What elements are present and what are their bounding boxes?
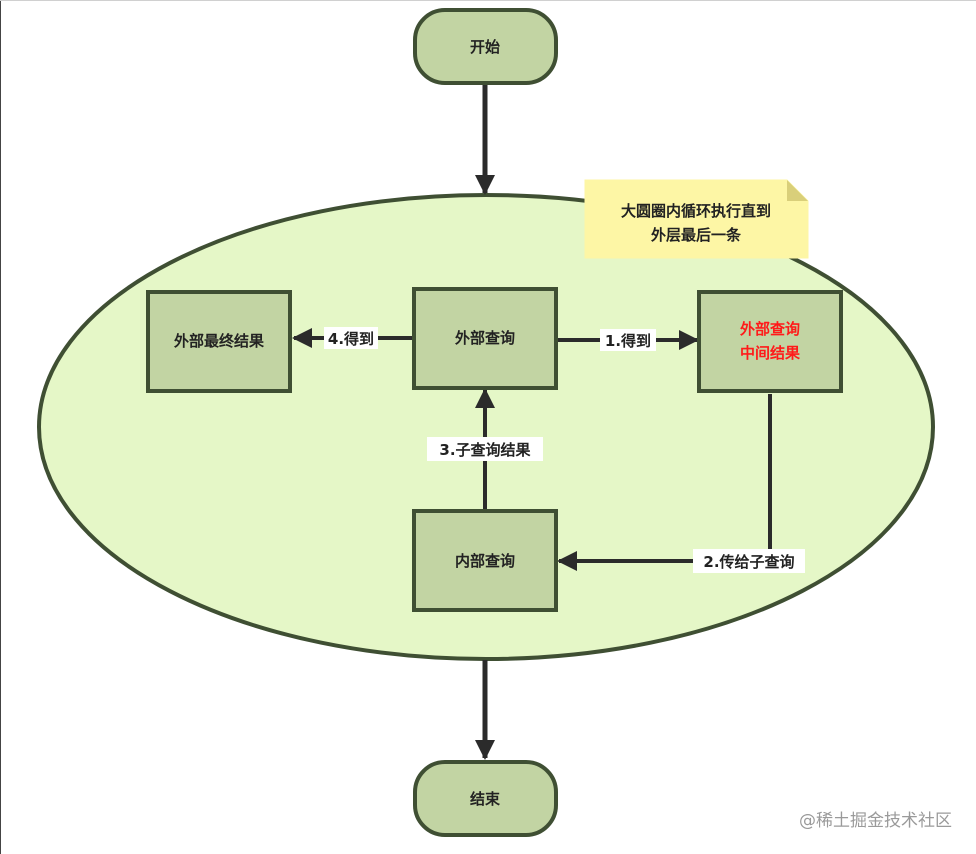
inner-query-label: 内部查询 — [455, 552, 515, 570]
start-node: 开始 — [413, 8, 558, 85]
loop-note: 大圆圈内循环执行直到 外层最后一条 — [584, 179, 809, 259]
edge-label-get-4: 4.得到 — [328, 330, 374, 348]
edge-label-bg-3 — [427, 437, 543, 461]
edge-label-subquery-result-3: 3.子查询结果 — [439, 441, 531, 459]
edge-label-bg-4 — [324, 327, 378, 349]
watermark-text: @稀土掘金技术社区 — [799, 811, 952, 831]
outer-mid-result-label-line1: 外部查询 — [739, 320, 800, 338]
outer-final-result-node: 外部最终结果 — [146, 290, 292, 393]
edge-label-bg-1 — [600, 329, 656, 351]
note-line2: 外层最后一条 — [650, 226, 742, 244]
edge-label-get-1: 1.得到 — [605, 332, 651, 350]
end-node: 结束 — [413, 760, 558, 837]
edge-label-pass-2: 2.传给子查询 — [703, 553, 794, 571]
start-label: 开始 — [470, 38, 500, 56]
outer-query-node: 外部查询 — [412, 287, 558, 390]
inner-query-node: 内部查询 — [412, 509, 558, 612]
outer-query-label: 外部查询 — [454, 329, 515, 347]
note-line1: 大圆圈内循环执行直到 — [621, 202, 771, 220]
outer-mid-result-label-line2: 中间结果 — [740, 344, 801, 362]
outer-mid-result-node: 外部查询 中间结果 — [697, 290, 843, 393]
page-border-left — [0, 0, 1, 854]
outer-final-result-label: 外部最终结果 — [173, 332, 265, 350]
edge-label-bg-2 — [693, 549, 805, 573]
end-label: 结束 — [470, 790, 501, 808]
page-border-top — [0, 0, 976, 1]
